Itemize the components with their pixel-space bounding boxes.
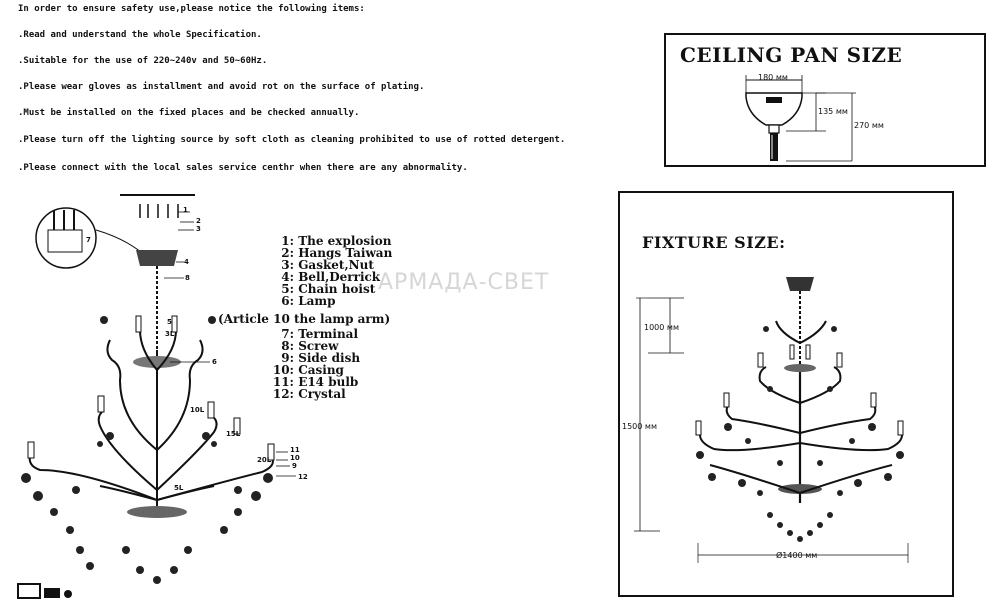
legend-item: 1: The explosion <box>281 234 392 248</box>
callout-3: 3 <box>196 225 201 233</box>
ceiling-height-label: 135 мм <box>818 107 848 116</box>
packaging-icon <box>17 583 72 599</box>
arm-label-5l: 5L <box>174 484 184 492</box>
safety-item: .Suitable for the use of 220~240v and 50… <box>18 56 268 66</box>
callout-1: 1 <box>183 206 188 214</box>
callout-11: 11 <box>290 446 300 454</box>
legend-item: 7: Terminal <box>281 327 359 341</box>
callout-5: 5 <box>167 318 172 326</box>
legend-item: 6: Lamp <box>281 294 336 308</box>
arm-label-20l: 20L <box>257 456 272 464</box>
safety-item: .Must be installed on the fixed places a… <box>18 108 360 118</box>
chain-length-label: 1000 мм <box>644 323 679 332</box>
legend-item: 4: Bell,Derrick <box>281 270 381 284</box>
legend-item: 2: Hangs Taiwan <box>281 246 393 260</box>
fixture-diameter-label: Ø1400 мм <box>776 551 818 560</box>
legend-item: 10: Casing <box>272 363 344 377</box>
callout-4: 4 <box>184 258 189 266</box>
arm-label-3l: 3L <box>165 330 175 338</box>
fixture-title: FIXTURE SIZE: <box>642 233 786 252</box>
legend-item: 8: Screw <box>281 339 339 353</box>
legend-item: 5: Chain hoist <box>281 282 376 296</box>
ceiling-pan-drawing <box>745 75 856 162</box>
callout-12: 12 <box>298 473 308 481</box>
safety-item: .Please wear gloves as installment and a… <box>18 82 425 92</box>
legend-item: 3: Gasket,Nut <box>281 258 374 272</box>
legend-item: 12: Crystal <box>272 387 346 401</box>
legend-item: (Article 10 the lamp arm) <box>218 312 391 326</box>
callout-9: 9 <box>292 462 297 470</box>
callout-8: 8 <box>185 274 190 282</box>
watermark: АРМАДА-СВЕТ <box>378 270 550 295</box>
safety-item: .Read and understand the whole Specifica… <box>18 30 262 40</box>
callout-10: 10 <box>290 454 300 462</box>
ceiling-pan-size-panel: CEILING PAN SIZE 180 мм 135 мм 270 мм <box>664 33 986 167</box>
callout-6: 6 <box>212 358 217 366</box>
exploded-assembly-drawing <box>21 194 296 584</box>
legend-item: 11: E14 bulb <box>272 375 359 389</box>
ceiling-width-label: 180 мм <box>758 73 788 82</box>
safety-item: .Please turn off the lighting source by … <box>18 135 566 145</box>
fixture-height-label: 1500 мм <box>622 422 657 431</box>
arm-label-15l: 15L <box>226 430 241 438</box>
fixture-drawing <box>634 277 909 563</box>
callout-7: 7 <box>86 236 91 244</box>
ceiling-total-height-label: 270 мм <box>854 121 884 130</box>
safety-item: .Please connect with the local sales ser… <box>18 163 468 173</box>
fixture-size-panel: FIXTURE SIZE: <box>618 191 954 597</box>
callout-2: 2 <box>196 217 201 225</box>
arm-label-10l: 10L <box>190 406 205 414</box>
ceiling-pan-title: CEILING PAN SIZE <box>680 43 903 67</box>
legend-item: 9: Side dish <box>281 351 361 365</box>
safety-heading: In order to ensure safety use,please not… <box>18 4 365 14</box>
